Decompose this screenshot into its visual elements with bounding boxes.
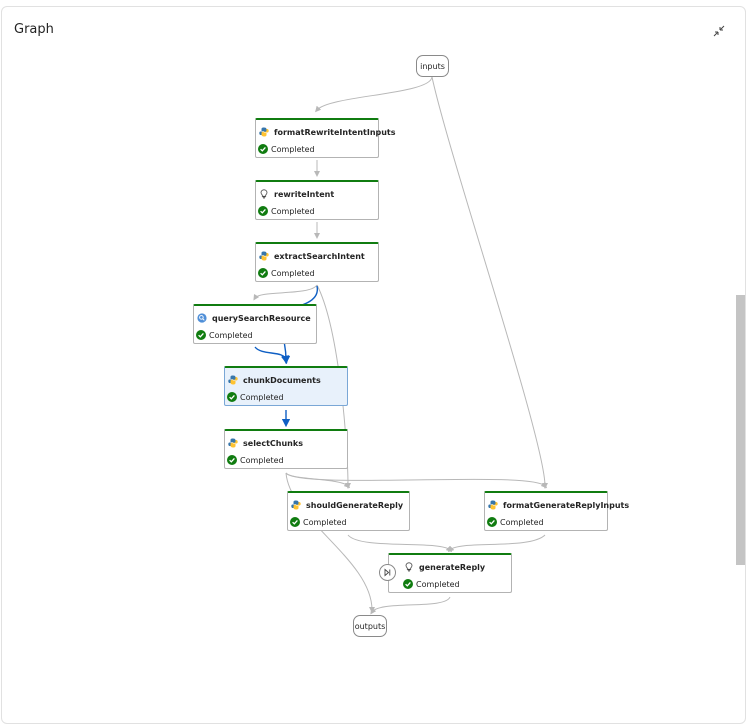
outputs-node[interactable]: outputs	[353, 615, 387, 637]
skip-node-button[interactable]	[379, 564, 396, 581]
node-status: Completed	[487, 517, 544, 527]
node-status: Completed	[196, 330, 253, 340]
completed-check-icon	[227, 455, 237, 465]
node-shouldGenerateReply[interactable]: shouldGenerateReply Completed	[287, 491, 410, 531]
node-status-text: Completed	[303, 517, 347, 527]
node-selectChunks[interactable]: selectChunks Completed	[224, 429, 348, 469]
edge-extract-query	[253, 284, 318, 301]
node-name: extractSearchIntent	[274, 252, 365, 261]
edge-select-outputs	[285, 472, 375, 613]
node-status-text: Completed	[271, 268, 315, 278]
edge-inputs-formatRewrite	[315, 76, 433, 113]
node-status-text: Completed	[416, 579, 460, 589]
node-formatRewriteIntentInputs[interactable]: formatRewriteIntentInputs Completed	[255, 118, 396, 158]
edge-query-chunk-highlight	[254, 346, 290, 365]
python-icon	[228, 375, 238, 385]
completed-check-icon	[258, 144, 268, 154]
node-status: Completed	[258, 144, 315, 154]
edge-generate-outputs	[370, 596, 451, 615]
panel-title: Graph	[14, 22, 54, 37]
lightbulb-icon	[260, 189, 268, 199]
python-icon	[259, 251, 269, 261]
node-status-text: Completed	[209, 330, 253, 340]
node-status: Completed	[290, 517, 347, 527]
completed-check-icon	[290, 517, 300, 527]
edge-should-generate	[347, 534, 453, 553]
node-querySearchResource[interactable]: querySearchResource Completed	[193, 304, 317, 344]
node-chunkDocuments[interactable]: chunkDocuments Completed	[224, 366, 348, 406]
vertical-scrollbar[interactable]	[736, 295, 745, 565]
lightbulb-icon	[405, 562, 413, 572]
node-name: formatRewriteIntentInputs	[274, 128, 396, 137]
python-icon	[488, 500, 498, 510]
node-name: rewriteIntent	[274, 190, 335, 199]
node-status: Completed	[258, 268, 315, 278]
python-icon	[228, 438, 238, 448]
node-name: formatGenerateReplyInputs	[503, 501, 630, 510]
node-status-text: Completed	[500, 517, 544, 527]
search-resource-icon	[197, 313, 207, 323]
node-status-text: Completed	[271, 206, 315, 216]
skip-icon	[384, 568, 391, 577]
node-name: chunkDocuments	[243, 376, 321, 385]
node-name: selectChunks	[243, 439, 303, 448]
node-status-text: Completed	[271, 144, 315, 154]
python-icon	[259, 127, 269, 137]
node-name: shouldGenerateReply	[306, 501, 404, 510]
collapse-icon[interactable]	[711, 23, 727, 39]
completed-check-icon	[487, 517, 497, 527]
node-status-text: Completed	[240, 455, 284, 465]
node-rewriteIntent[interactable]: rewriteIntent Completed	[255, 180, 379, 220]
completed-check-icon	[227, 392, 237, 402]
edge-inputs-formatGenerate	[431, 76, 548, 489]
edge-select-formatGenerate	[285, 472, 548, 489]
node-status: Completed	[227, 455, 284, 465]
completed-check-icon	[403, 579, 413, 589]
node-extractSearchIntent[interactable]: extractSearchIntent Completed	[255, 242, 379, 282]
completed-check-icon	[196, 330, 206, 340]
node-formatGenerateReplyInputs[interactable]: formatGenerateReplyInputs Completed	[484, 491, 629, 531]
node-name: generateReply	[419, 563, 486, 572]
completed-check-icon	[258, 268, 268, 278]
completed-check-icon	[258, 206, 268, 216]
inputs-node[interactable]: inputs	[416, 55, 449, 77]
edge-formatGenerate-generate	[447, 534, 546, 553]
node-status-text: Completed	[240, 392, 284, 402]
python-icon	[291, 500, 301, 510]
node-generateReply[interactable]: generateReply Completed	[388, 553, 512, 593]
node-status: Completed	[227, 392, 284, 402]
node-name: querySearchResource	[212, 314, 311, 323]
node-status: Completed	[258, 206, 315, 216]
node-status: Completed	[403, 579, 460, 589]
